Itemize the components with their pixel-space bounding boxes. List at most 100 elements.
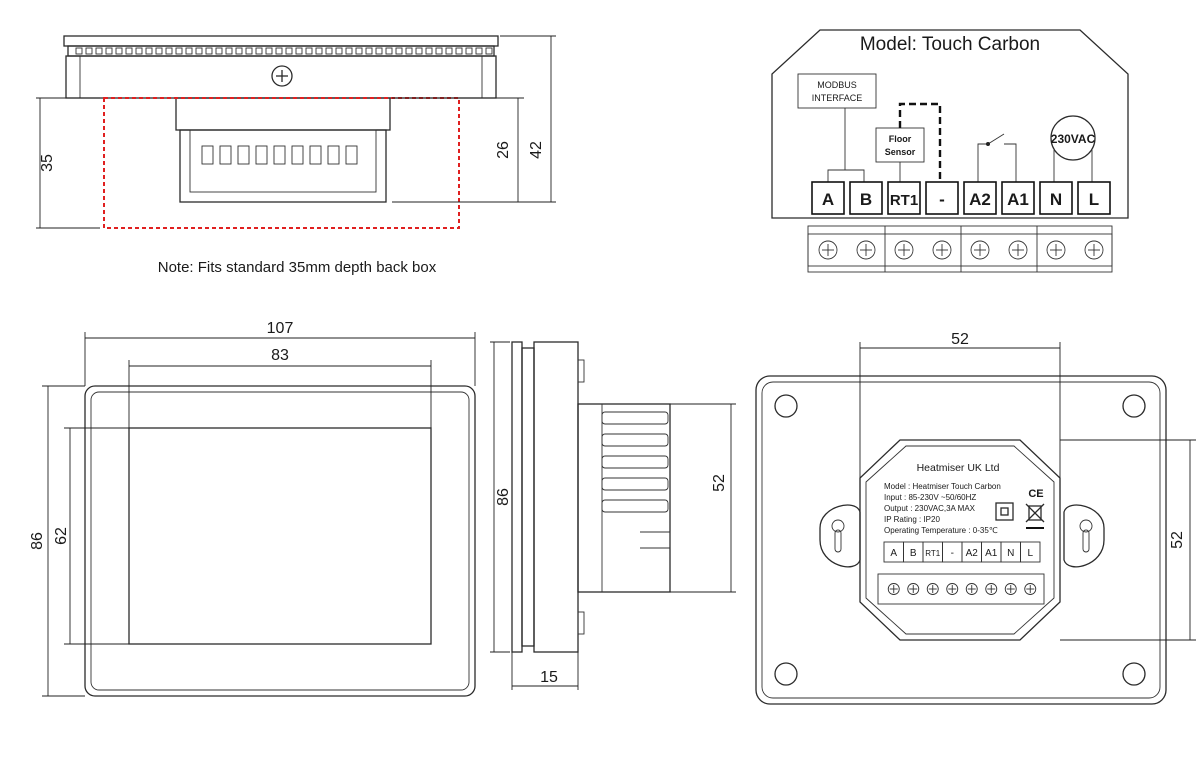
ce-mark: CE (1028, 488, 1043, 500)
rating-label-line: Model : Heatmiser Touch Carbon (884, 482, 1001, 491)
terminal-box (1039, 181, 1073, 215)
terminal-slot (219, 145, 232, 165)
dim-83-label: 83 (271, 347, 289, 364)
screw-icon (1024, 583, 1037, 595)
terminal-label: A1 (1007, 190, 1029, 209)
model-title: Model: Touch Carbon (860, 34, 1040, 55)
profile-rib (601, 411, 669, 425)
terminal-label: A2 (969, 190, 991, 209)
terminal-box (963, 181, 997, 215)
terminal-box (887, 181, 921, 215)
screw-icon (1008, 240, 1028, 260)
dim-107-label: 107 (267, 320, 294, 337)
screw-icon (887, 583, 900, 595)
dim-52-right-label: 52 (1169, 531, 1186, 549)
relay-switch (987, 133, 1005, 145)
terminal-label: B (860, 190, 872, 209)
weee-bin-icon (1025, 503, 1045, 529)
screw-icon (970, 240, 990, 260)
dim-62-label: 62 (53, 527, 70, 545)
mounting-hole-icon (774, 662, 798, 686)
cover-plate (63, 35, 499, 47)
screw-icon (965, 583, 978, 595)
cover-rib-pattern (75, 47, 493, 55)
profile-rib (601, 477, 669, 491)
terminal-slot (291, 145, 304, 165)
terminal-label: - (939, 190, 945, 209)
screw-icon (907, 583, 920, 595)
screw-terminal-strip (807, 225, 1113, 273)
screw-icon (932, 240, 952, 260)
dim-26-label: 26 (495, 141, 512, 159)
profile-view: 86 52 15 (490, 341, 736, 690)
profile-rib (601, 455, 669, 469)
rear-terminal-labels: A B RT1 - A2 A1 N L (883, 541, 1041, 563)
mounting-hole-icon (1122, 394, 1146, 418)
rear-terminal-label: N (1007, 548, 1014, 559)
profile-terminal-block (577, 403, 671, 593)
mounting-hole-icon (774, 394, 798, 418)
touch-screen (128, 427, 432, 645)
terminal-box (849, 181, 883, 215)
mounting-block (175, 97, 391, 131)
rear-terminal-label: - (951, 548, 954, 559)
terminal-box (1001, 181, 1035, 215)
company-name: Heatmiser UK Ltd (917, 462, 1000, 474)
terminal-block (179, 129, 387, 203)
side-view: 35 26 42 Note: Fits standard 35mm depth … (36, 35, 556, 276)
backbox-note: Note: Fits standard 35mm depth back box (158, 259, 437, 276)
terminal-slot (237, 145, 250, 165)
profile-rib (601, 499, 669, 513)
dim-15-label: 15 (540, 669, 558, 686)
rear-housing (859, 439, 1061, 641)
screw-icon (926, 583, 939, 595)
double-insulation-icon (995, 502, 1014, 521)
rear-view: Heatmiser UK Ltd Model : Heatmiser Touch… (755, 331, 1196, 705)
rating-label-line: Output : 230VAC,3A MAX (884, 504, 976, 513)
rating-label-line: IP Rating : IP20 (884, 515, 940, 524)
modbus-label-line1: MODBUS (817, 80, 857, 90)
terminal-box (925, 181, 959, 215)
supply-label: 230VAC (1051, 132, 1096, 146)
screw-icon (818, 240, 838, 260)
profile-body (533, 341, 579, 653)
rear-terminal-label: L (1027, 548, 1033, 559)
terminal-slots (201, 145, 358, 165)
device-body (65, 55, 497, 99)
rear-terminal-label: B (910, 548, 917, 559)
modbus-label-line2: INTERFACE (812, 93, 863, 103)
floor-sensor-line1: Floor (889, 134, 912, 144)
rear-terminal-label: RT1 (925, 549, 941, 558)
supply-circle (1050, 115, 1096, 161)
screw-icon (271, 65, 293, 87)
screw-icon (856, 240, 876, 260)
modbus-interface-box (797, 73, 877, 109)
profile-front-plate (511, 341, 523, 653)
terminal-label: L (1089, 190, 1099, 209)
wiring-housing (771, 29, 1129, 219)
screw-icon (985, 583, 998, 595)
rear-screw-strip (877, 573, 1045, 605)
rear-plate (755, 375, 1167, 705)
terminal-slot (309, 145, 322, 165)
rear-terminal-box (1020, 541, 1041, 563)
rear-terminal-label: A2 (966, 548, 979, 559)
keyhole-slot-right (1063, 504, 1105, 568)
rating-label-line: Input : 85-230V ~50/60HZ (884, 493, 976, 502)
profile-ribs (601, 404, 669, 592)
mounting-hole-icon (1122, 662, 1146, 686)
floor-sensor-line2: Sensor (885, 147, 916, 157)
profile-rib (601, 433, 669, 447)
rear-terminal-label: A (890, 548, 897, 559)
front-view: 107 83 86 62 (29, 320, 476, 697)
dim-86-side-label: 86 (495, 488, 512, 506)
terminal-slot (327, 145, 340, 165)
front-bezel (84, 385, 476, 697)
keyhole-slot-left (819, 504, 861, 568)
terminal-slot (255, 145, 268, 165)
rear-terminal-label: A1 (985, 548, 998, 559)
dim-35-label: 35 (39, 154, 56, 172)
